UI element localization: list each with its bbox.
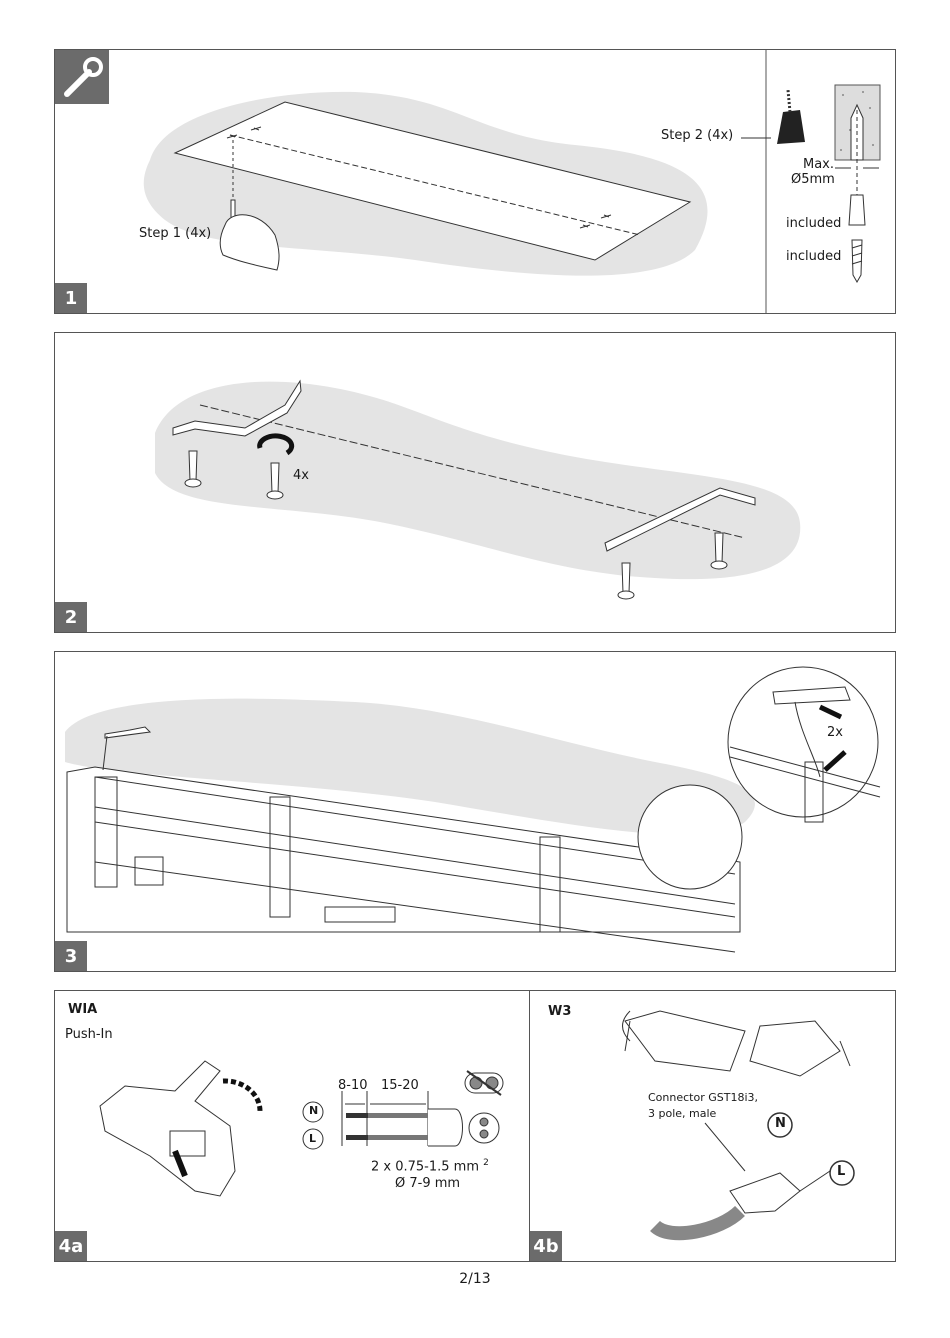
push-in-connector-illustration	[99, 1060, 504, 1197]
count-label: 2x	[827, 725, 843, 740]
connector-name-line-2: 3 pole, male	[648, 1107, 717, 1120]
step-badge: 4b	[530, 1231, 562, 1261]
wires	[346, 1108, 463, 1147]
page-number: 2/13	[459, 1271, 491, 1287]
cable-diameter-label: Ø 7-9 mm	[395, 1176, 461, 1191]
strip-length-inner: 8-10	[338, 1078, 368, 1093]
step-badge: 4a	[55, 1231, 87, 1261]
panel-step-1: Step 1 (4x) Step 2 (4x) Max. Ø5mm includ…	[54, 49, 896, 314]
count-label: 4x	[293, 468, 309, 483]
wrench-icon	[64, 57, 103, 97]
ceiling-marking-illustration	[55, 50, 881, 313]
no-double-insulation-icon	[464, 1070, 504, 1144]
panel-step-3: 2x 3	[54, 651, 896, 972]
neutral-label: N	[309, 1104, 319, 1117]
step-badge: 2	[55, 602, 87, 632]
step-badge: 1	[55, 283, 87, 313]
max-label: Max.	[803, 157, 835, 172]
panel-step-4a: WIA Push-In	[54, 990, 530, 1262]
included-plug-label: included	[786, 216, 842, 231]
live-label: L	[837, 1164, 846, 1179]
n-symbol	[767, 1112, 855, 1186]
neutral-label: N	[775, 1116, 786, 1131]
bracket-mounting-illustration	[155, 379, 801, 600]
panel-step-2: 4x 2	[54, 332, 896, 633]
gst-connector-illustration	[622, 1010, 855, 1241]
panel-step-4b: W3 Connector GST18i3, 3 pole, male N L 4…	[529, 990, 896, 1262]
strip-length-outer: 15-20	[381, 1078, 419, 1093]
connector-type-title: W3	[548, 1004, 572, 1019]
luminaire-hanging-illustration	[65, 666, 881, 953]
step-badge: 3	[55, 941, 87, 971]
diameter-label: Ø5mm	[791, 172, 835, 187]
connector-subtitle: Push-In	[65, 1027, 113, 1042]
connector-name-line-1: Connector GST18i3,	[648, 1091, 759, 1104]
wire-spec-label: 2 x 0.75-1.5 mm 2	[371, 1158, 489, 1175]
connector-type-title: WIA	[68, 1002, 98, 1017]
included-screw-label: included	[786, 249, 842, 264]
step-1-label: Step 1 (4x)	[139, 226, 212, 241]
live-label: L	[309, 1132, 317, 1145]
n-symbol	[302, 1101, 324, 1150]
step-2-label: Step 2 (4x)	[661, 128, 734, 143]
